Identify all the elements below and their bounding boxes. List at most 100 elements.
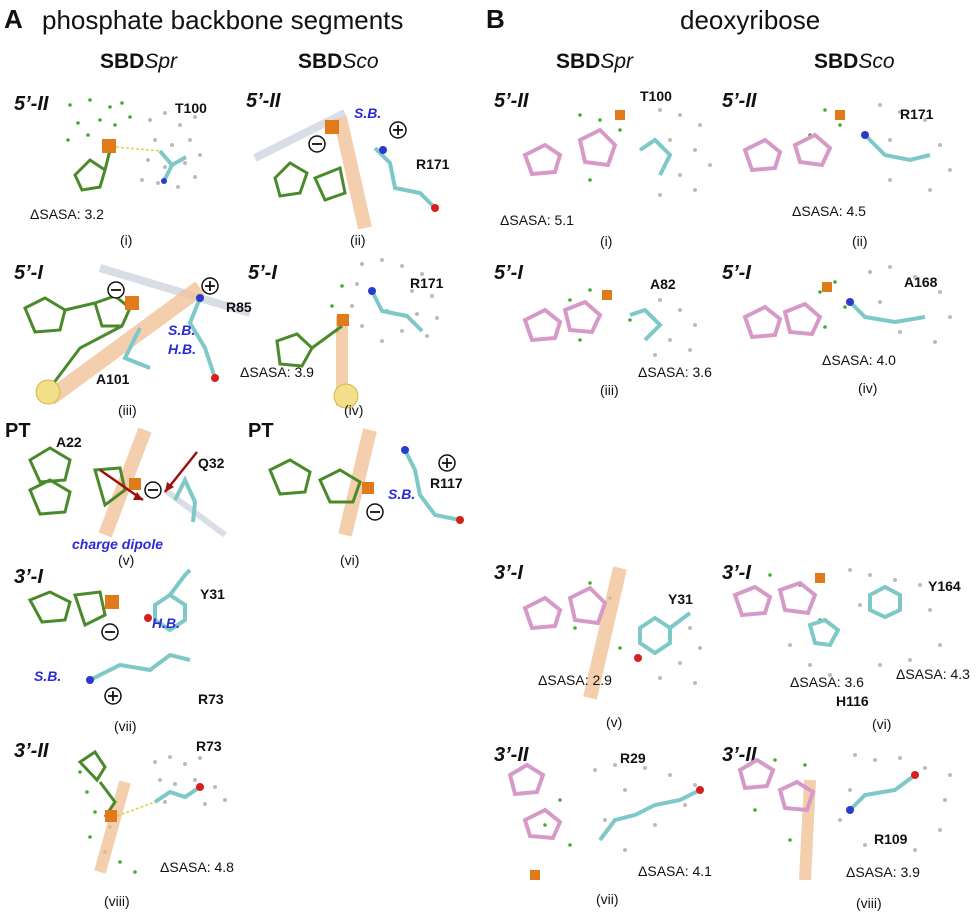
- structure-b-iii: [522, 288, 697, 357]
- residue-label: Y164: [928, 578, 961, 594]
- subpanel-index: (viii): [104, 893, 130, 909]
- subpanel-index: (iv): [858, 380, 878, 396]
- dot-cloud-green: [753, 758, 807, 842]
- structure-a-viii: [77, 749, 227, 874]
- subpanel-index: (vii): [596, 891, 619, 907]
- subpanel-index: (i): [120, 232, 133, 248]
- col-b-spr-header: SBDSpr: [556, 50, 634, 73]
- dot-cloud-gray: [838, 753, 952, 852]
- col-a-spr-header: SBDSpr: [100, 50, 178, 73]
- seg-label-a-vii: 3’-I: [14, 566, 43, 588]
- dot-cloud-green: [66, 98, 132, 142]
- panel-b-letter: B: [486, 4, 505, 34]
- seg-label-a-iii: 5’-I: [14, 262, 43, 284]
- seg-label-a-viii: 3’-II: [14, 740, 49, 762]
- panel-a-title: phosphate backbone segments: [42, 5, 404, 35]
- seg-label-b-vi: 3’-I: [722, 562, 751, 584]
- structure-a-v: [28, 427, 227, 538]
- dot-cloud-gray: [878, 103, 952, 192]
- residue-label: T100: [640, 88, 672, 104]
- dot-cloud-green: [818, 280, 847, 329]
- hydrogen-bond-label: H.B.: [168, 341, 196, 357]
- seg-label-a-i: 5’-II: [14, 93, 49, 115]
- dot-cloud-green: [568, 288, 632, 342]
- residue-label: A101: [96, 371, 130, 387]
- dot-cloud-gray: [788, 568, 942, 677]
- seg-label-b-vii: 3’-II: [494, 744, 529, 766]
- seg-label-a-v: PT: [5, 420, 31, 442]
- dot-cloud-green: [578, 113, 622, 182]
- residue-label: A82: [650, 276, 676, 292]
- dsasa-label: ΔSASA: 4.0: [822, 352, 896, 368]
- residue-label: R85: [226, 299, 252, 315]
- structure-b-vi: [732, 568, 942, 677]
- seg-label-b-ii: 5’-II: [722, 90, 757, 112]
- residue-label: R73: [196, 738, 222, 754]
- seg-label-a-ii: 5’-II: [246, 90, 281, 112]
- structure-a-iii: [23, 264, 252, 405]
- dsasa-label: ΔSASA: 3.9: [240, 364, 314, 380]
- salt-bridge-label: S.B.: [354, 105, 382, 121]
- dsasa-label: ΔSASA: 3.6: [638, 364, 712, 380]
- dsasa-label: ΔSASA: 4.1: [638, 863, 712, 879]
- structure-a-vii: [27, 568, 192, 705]
- dot-cloud-gray: [868, 265, 952, 344]
- structure-a-i: [66, 98, 202, 192]
- seg-label-b-viii: 3’-II: [722, 744, 757, 766]
- seg-label-b-iii: 5’-I: [494, 262, 523, 284]
- residue-label: R73: [198, 691, 224, 707]
- dsasa-label: ΔSASA: 4.3: [896, 666, 970, 682]
- dsasa-label: ΔSASA: 4.8: [160, 859, 234, 875]
- residue-label: R117: [430, 475, 463, 491]
- structure-a-ii: [253, 109, 439, 230]
- dot-cloud-gray: [593, 763, 697, 852]
- seg-label-b-iv: 5’-I: [722, 262, 751, 284]
- dot-cloud-gray: [153, 755, 227, 806]
- subpanel-index: (vi): [340, 552, 360, 568]
- subpanel-index: (v): [606, 714, 623, 730]
- subpanel-index: (viii): [856, 895, 882, 911]
- dsasa-label: ΔSASA: 3.2: [30, 206, 104, 222]
- subpanel-index: (vii): [114, 718, 137, 734]
- salt-bridge-label: S.B.: [388, 486, 416, 502]
- residue-label: R171: [410, 275, 444, 291]
- subpanel-index: (vi): [872, 716, 892, 732]
- structure-b-vii: [507, 762, 704, 880]
- subpanel-index: (i): [600, 233, 613, 249]
- structure-b-v: [522, 566, 702, 700]
- residue-label: Y31: [200, 586, 225, 602]
- residue-label: R171: [416, 156, 450, 172]
- dot-cloud-gray: [658, 108, 712, 197]
- dot-cloud-green: [543, 798, 572, 847]
- col-b-sco-header: SBDSco: [814, 50, 895, 73]
- structure-b-i: [522, 108, 712, 197]
- dot-cloud-gray: [653, 298, 697, 357]
- subpanel-index: (ii): [350, 232, 366, 248]
- structure-b-ii: [742, 103, 952, 192]
- residue-label: Y31: [668, 591, 693, 607]
- col-a-sco-header: SBDSco: [298, 50, 379, 73]
- subpanel-index: (iii): [118, 402, 137, 418]
- charge-dipole-label: charge dipole: [72, 536, 164, 552]
- structure-a-vi: [268, 428, 464, 537]
- dot-cloud-gray: [350, 258, 439, 343]
- panel-b-title: deoxyribose: [680, 5, 821, 35]
- residue-label: T100: [175, 100, 207, 116]
- subpanel-index: (iii): [600, 382, 619, 398]
- subpanel-index: (v): [118, 552, 135, 568]
- hydrogen-bond-label: H.B.: [152, 615, 180, 631]
- residue-label: A22: [56, 434, 82, 450]
- salt-bridge-label: S.B.: [168, 322, 196, 338]
- dot-cloud-gray: [658, 626, 702, 685]
- structure-b-iv: [742, 265, 952, 344]
- structure-b-viii: [737, 753, 952, 881]
- seg-label-a-iv: 5’-I: [248, 262, 277, 284]
- residue-label: H116: [836, 693, 869, 709]
- dsasa-label: ΔSASA: 2.9: [538, 672, 612, 688]
- dsasa-label: ΔSASA: 3.6: [790, 674, 864, 690]
- dsasa-label: ΔSASA: 4.5: [792, 203, 866, 219]
- residue-label: R109: [874, 831, 908, 847]
- structure-a-iv: [275, 258, 439, 409]
- residue-label: R171: [900, 106, 934, 122]
- residue-label: Q32: [198, 455, 225, 471]
